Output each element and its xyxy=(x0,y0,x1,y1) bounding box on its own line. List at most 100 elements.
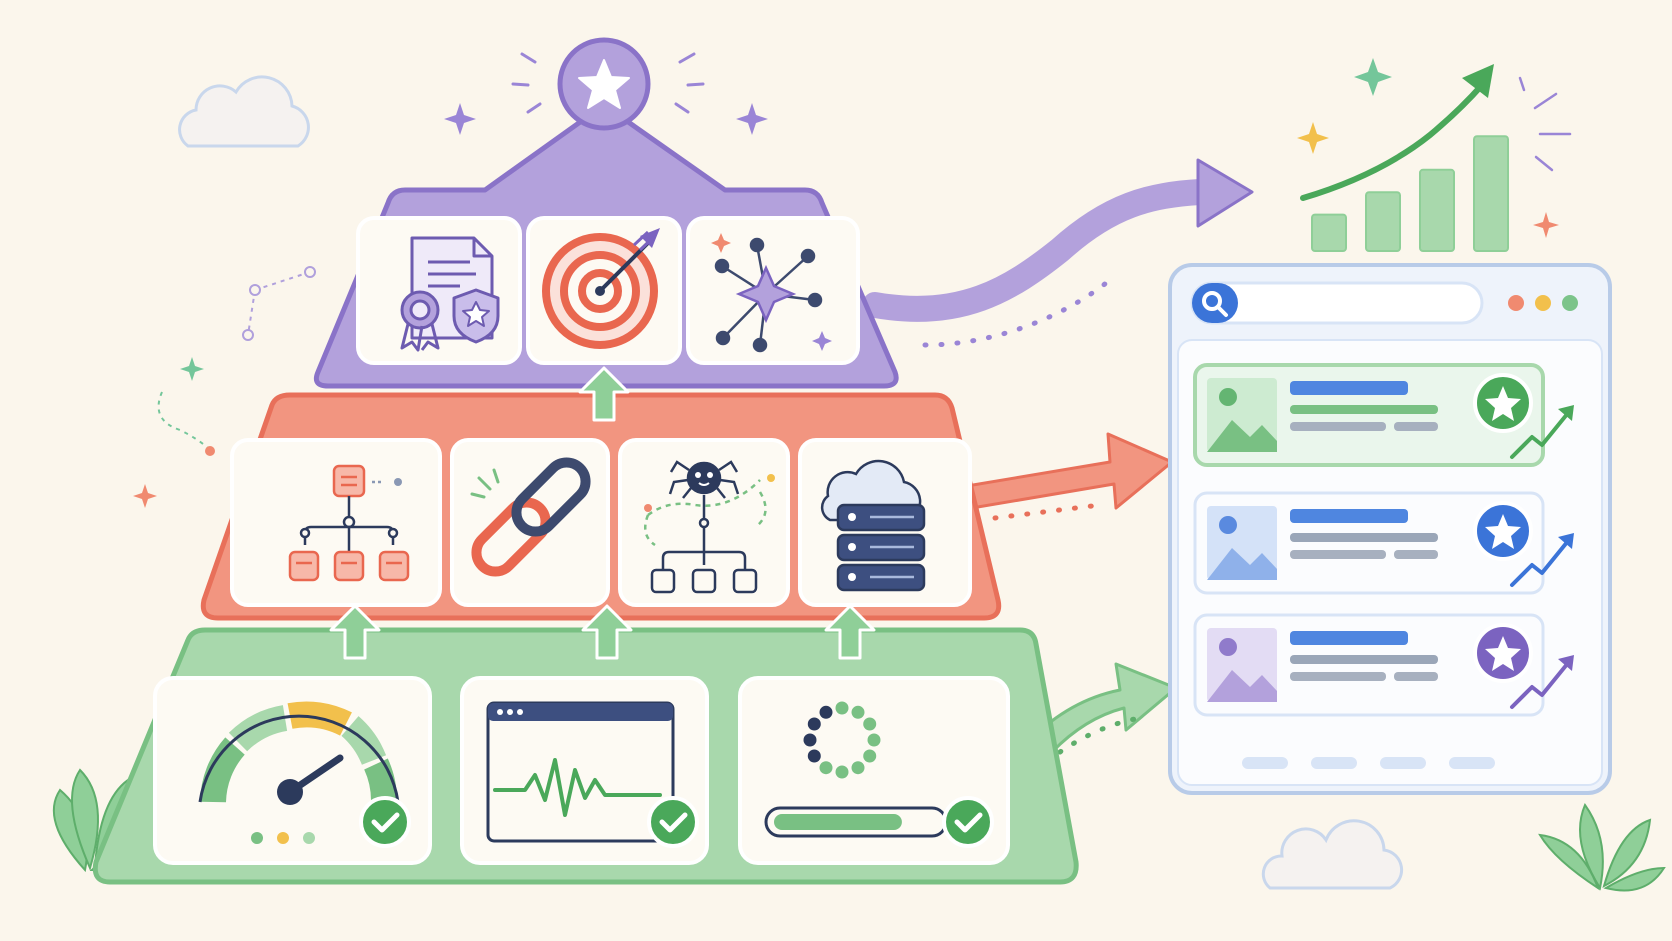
pagination-pill[interactable] xyxy=(1380,757,1426,769)
spinner-dot xyxy=(863,749,877,763)
result-url-line xyxy=(1290,655,1438,664)
minimize-dot[interactable] xyxy=(1535,295,1551,311)
authority-flow-arrowhead xyxy=(1196,158,1254,228)
site-hierarchy-icon xyxy=(288,464,410,582)
top-tier-card xyxy=(356,216,522,365)
authority-flow-arrow xyxy=(862,179,1213,322)
growth-trend-line xyxy=(1300,82,1485,201)
growth-bar xyxy=(1365,191,1401,252)
spinner-dot xyxy=(867,733,881,747)
pagination-pill[interactable] xyxy=(1242,757,1288,769)
chain-link-icon xyxy=(470,457,591,577)
search-result-2[interactable] xyxy=(1193,491,1574,595)
up-arrow-icon xyxy=(581,604,633,660)
result-title-line xyxy=(1290,509,1408,523)
result-url-line xyxy=(1290,533,1438,542)
leaf-plant-icon xyxy=(1538,802,1666,892)
growth-chart xyxy=(1300,64,1509,253)
trend-up-icon xyxy=(1510,533,1574,587)
search-bar[interactable] xyxy=(1190,281,1484,325)
sparkle-icon xyxy=(180,58,1392,381)
growth-bar xyxy=(1419,168,1455,252)
star-icon xyxy=(1473,373,1533,433)
progress-fill xyxy=(774,814,902,830)
certificate-award-icon xyxy=(400,236,500,352)
radiating-lines xyxy=(511,52,705,114)
check-icon xyxy=(942,796,994,848)
cloud-server-icon xyxy=(820,459,926,592)
search-result-1[interactable] xyxy=(1193,363,1574,467)
search-result-3[interactable] xyxy=(1193,613,1574,717)
top-tier-card xyxy=(686,216,860,365)
check-icon xyxy=(647,796,699,848)
middle-tier-card xyxy=(618,438,790,607)
sparkle-icon xyxy=(133,212,1559,508)
result-title-line xyxy=(1290,631,1408,645)
spinner-dot xyxy=(835,765,849,779)
spinner-dot xyxy=(819,761,833,775)
trend-up-icon xyxy=(1510,405,1574,459)
pagination xyxy=(1242,757,1495,769)
result-snippet-line xyxy=(1290,550,1386,559)
pagination-pill[interactable] xyxy=(1311,757,1357,769)
radiating-lines xyxy=(1518,76,1572,172)
sparkle-icon xyxy=(444,103,768,135)
star-icon xyxy=(1473,501,1533,561)
result-snippet-line xyxy=(1290,672,1386,681)
maximize-dot[interactable] xyxy=(1562,295,1578,311)
result-title-line xyxy=(1290,381,1408,395)
trend-up-icon xyxy=(1510,655,1574,709)
base-tier-card xyxy=(460,676,709,865)
spinner-dot xyxy=(807,717,821,731)
up-arrow-icon xyxy=(329,604,381,660)
growth-bar xyxy=(1473,135,1509,252)
image-thumbnail-icon xyxy=(1207,506,1277,580)
dotted-trail xyxy=(1057,715,1143,755)
growth-bar xyxy=(1311,213,1347,253)
dotted-trail xyxy=(992,502,1103,521)
result-url-line xyxy=(1290,405,1438,414)
pyramid xyxy=(92,37,1079,885)
up-arrow-icon xyxy=(824,604,876,660)
search-icon[interactable] xyxy=(1202,291,1228,317)
result-snippet-line xyxy=(1394,422,1438,431)
network-sparkle-icon xyxy=(711,233,832,353)
structure-flow-arrow xyxy=(953,432,1174,512)
spinner-dot xyxy=(803,733,817,747)
result-snippet-line xyxy=(1394,550,1438,559)
result-snippet-line xyxy=(1290,422,1386,431)
sparkle-icon xyxy=(1297,122,1329,154)
window-controls xyxy=(1508,295,1578,311)
flow-arrows xyxy=(862,158,1254,755)
loading-progress-icon xyxy=(764,701,948,838)
spinner-dot xyxy=(807,749,821,763)
base-tier-card xyxy=(153,676,432,865)
monitor-pulse-icon xyxy=(486,701,675,843)
image-thumbnail-icon xyxy=(1207,628,1277,702)
constellation-decor xyxy=(157,266,316,456)
crawler-spider-icon xyxy=(643,460,775,594)
middle-tier-card xyxy=(798,438,972,607)
spinner-dot xyxy=(851,705,865,719)
cloud-icon xyxy=(1261,819,1404,890)
star-icon xyxy=(1473,623,1533,683)
close-dot[interactable] xyxy=(1508,295,1524,311)
top-tier-card xyxy=(526,216,682,365)
pagination-pill[interactable] xyxy=(1449,757,1495,769)
result-snippet-line xyxy=(1394,672,1438,681)
spinner-dot xyxy=(819,705,833,719)
target-arrow-icon xyxy=(542,228,660,349)
search-results-browser xyxy=(1168,263,1612,795)
middle-tier-card xyxy=(450,438,610,607)
check-icon xyxy=(359,796,411,848)
spinner-dot xyxy=(863,717,877,731)
spinner-dot xyxy=(851,761,865,775)
growth-trend-arrowhead xyxy=(1462,64,1494,98)
star-badge-icon xyxy=(557,37,651,131)
up-arrow-icon xyxy=(578,366,630,422)
dotted-trail xyxy=(922,277,1113,348)
image-thumbnail-icon xyxy=(1207,378,1277,452)
middle-tier-card xyxy=(230,438,442,607)
spinner-dot xyxy=(835,701,849,715)
